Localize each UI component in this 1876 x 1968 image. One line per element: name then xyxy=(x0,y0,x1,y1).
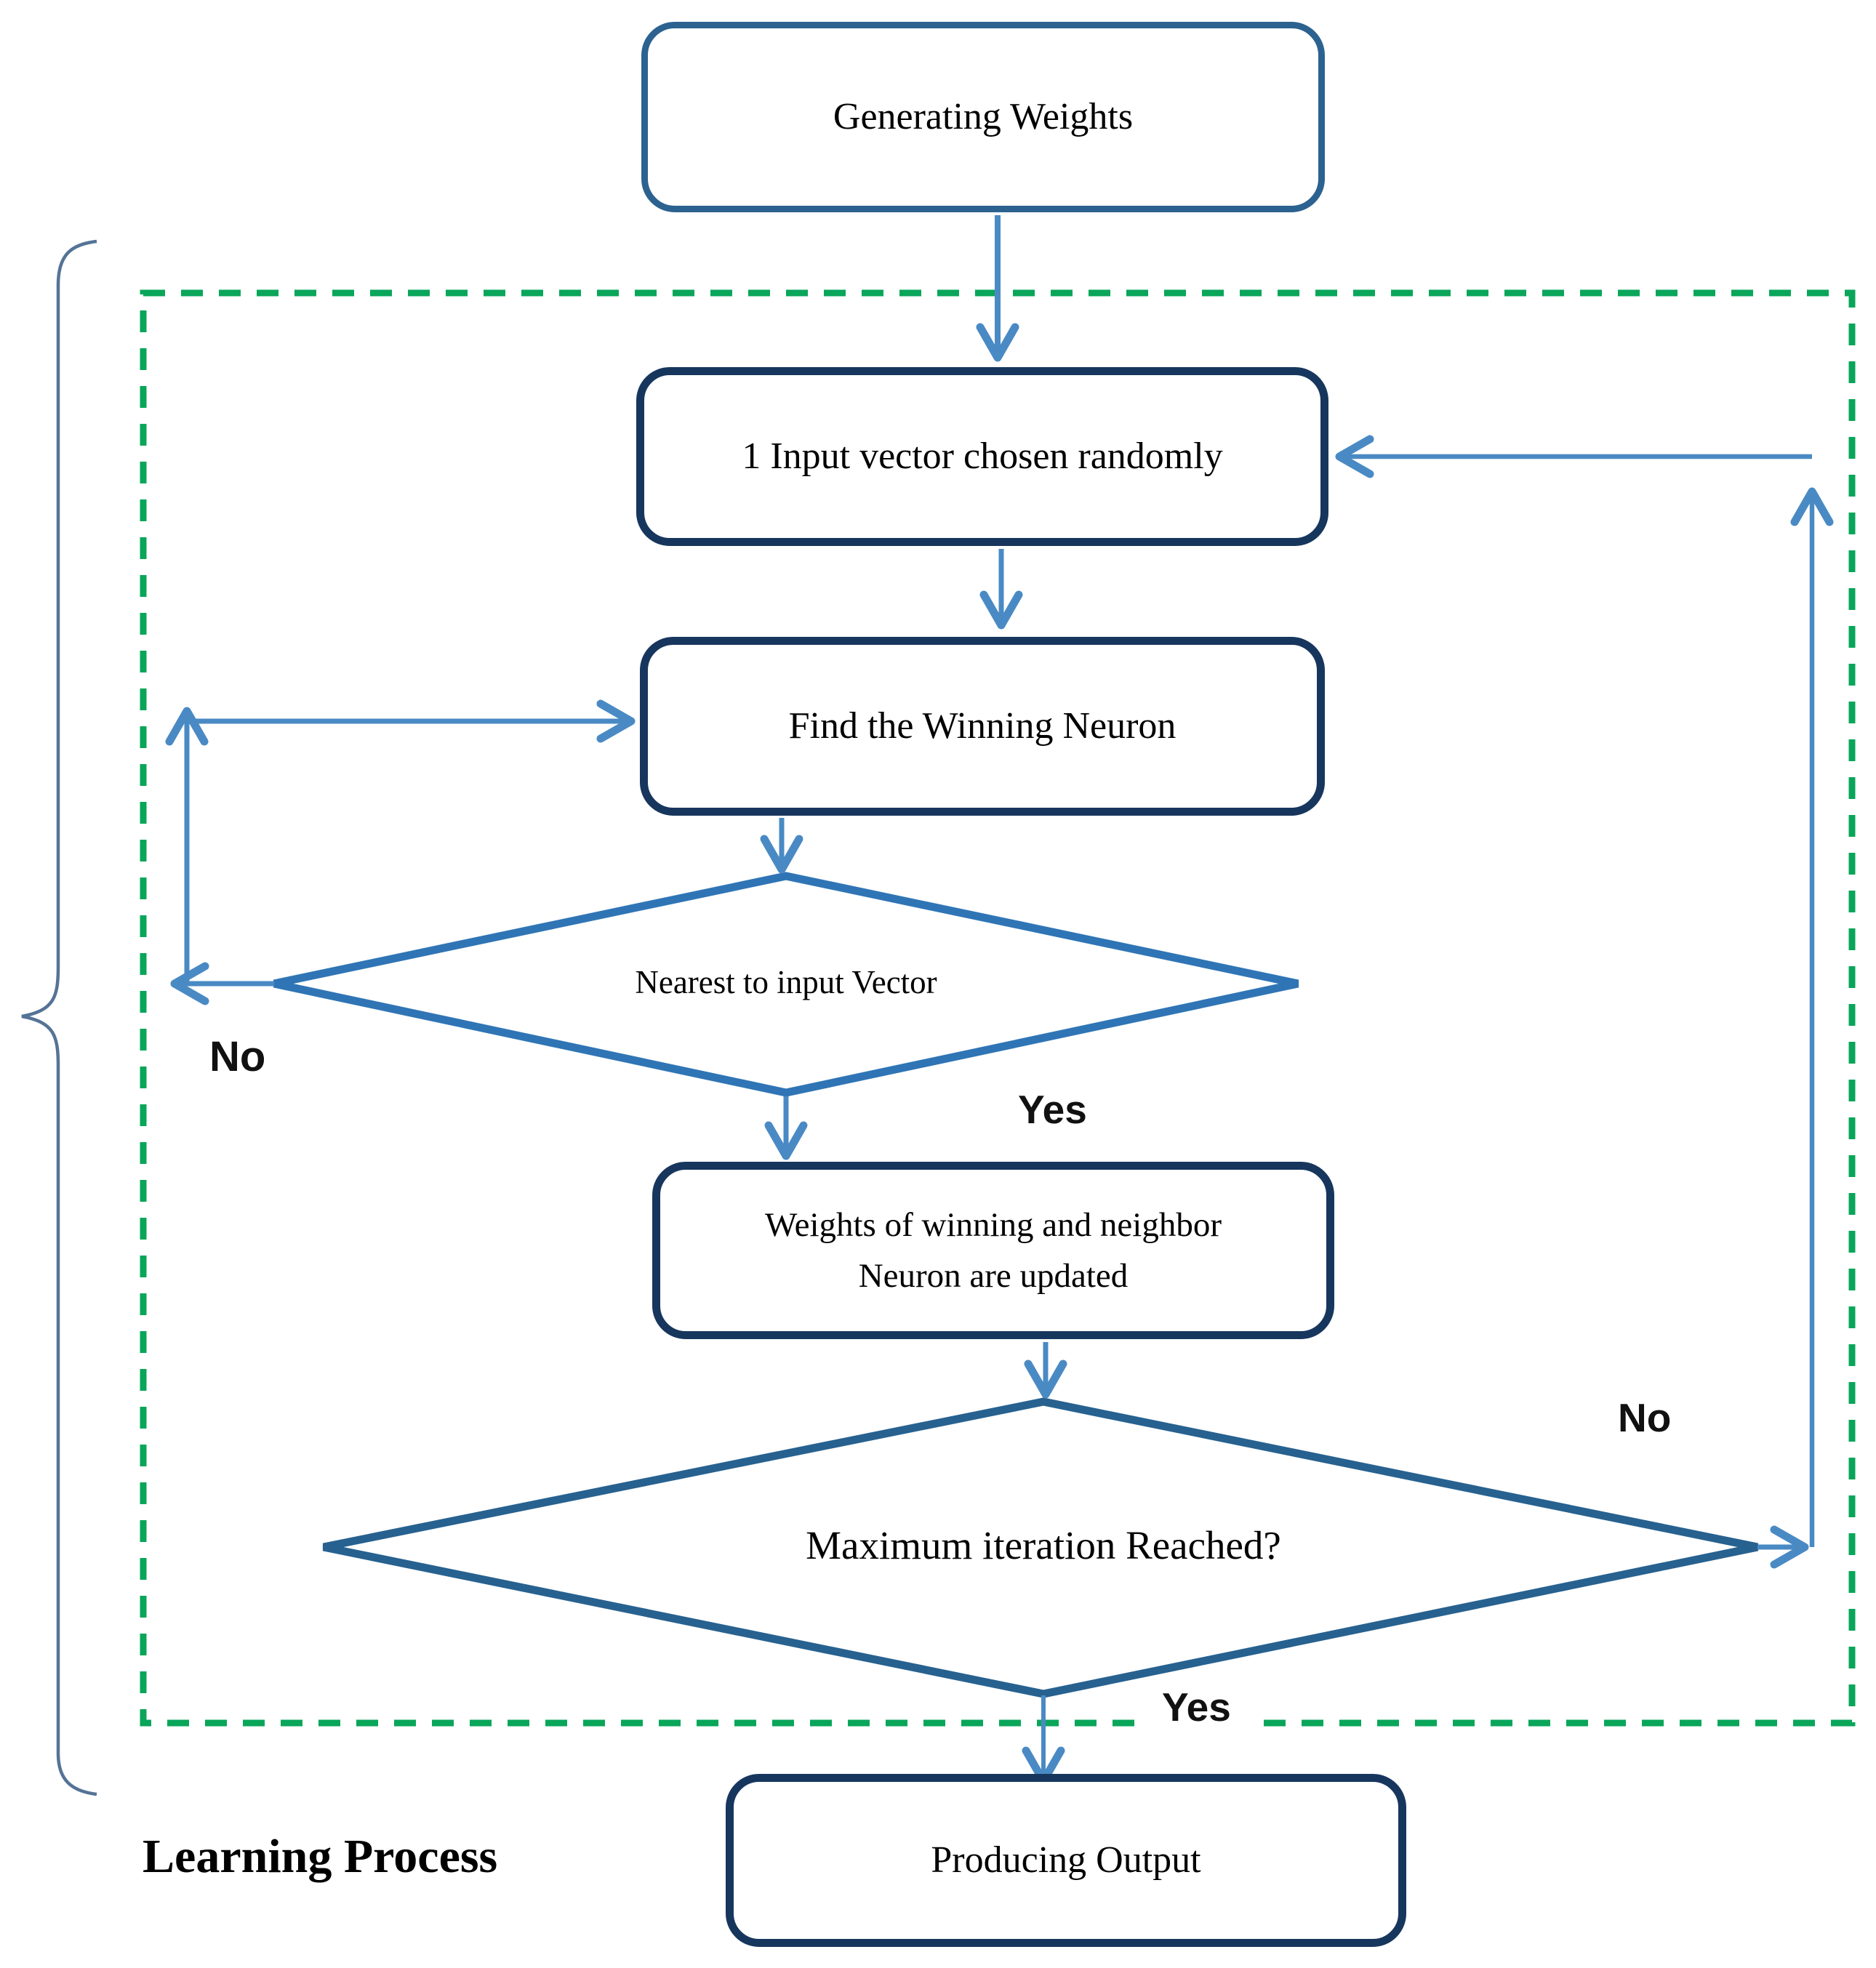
decision-nearest-label: Nearest to input Vector xyxy=(635,964,937,1000)
node-input-vector: 1 Input vector chosen randomly xyxy=(636,367,1328,546)
learning-process-boundary xyxy=(140,289,1856,1727)
node-generating-weights: Generating Weights xyxy=(641,22,1325,212)
decision-max-iteration-label: Maximum iteration Reached? xyxy=(806,1523,1281,1567)
node-find-winning-neuron-label: Find the Winning Neuron xyxy=(788,705,1176,747)
node-update-weights-line1: Weights of winning and neighbor xyxy=(764,1205,1222,1244)
node-producing-output: Producing Output xyxy=(726,1774,1406,1947)
node-update-weights-line2: Neuron are updated xyxy=(858,1257,1129,1295)
node-producing-output-label: Producing Output xyxy=(931,1839,1201,1881)
node-generating-weights-label: Generating Weights xyxy=(833,96,1134,138)
node-input-vector-label: 1 Input vector chosen randomly xyxy=(742,435,1223,478)
left-brace xyxy=(21,239,97,1796)
branch-label-no-left: No xyxy=(209,1033,266,1080)
node-update-weights: Weights of winning and neighbor Neuron a… xyxy=(652,1162,1334,1339)
branch-label-yes-middle: Yes xyxy=(1018,1087,1087,1132)
learning-process-caption: Learning Process xyxy=(143,1830,498,1883)
decision-diamond-nearest xyxy=(273,872,1299,1097)
node-find-winning-neuron: Find the Winning Neuron xyxy=(640,637,1325,816)
node-update-weights-label: Weights of winning and neighbor Neuron a… xyxy=(765,1200,1222,1302)
branch-label-no-right: No xyxy=(1618,1395,1672,1440)
branch-label-yes-bottom: Yes xyxy=(1143,1685,1250,1730)
